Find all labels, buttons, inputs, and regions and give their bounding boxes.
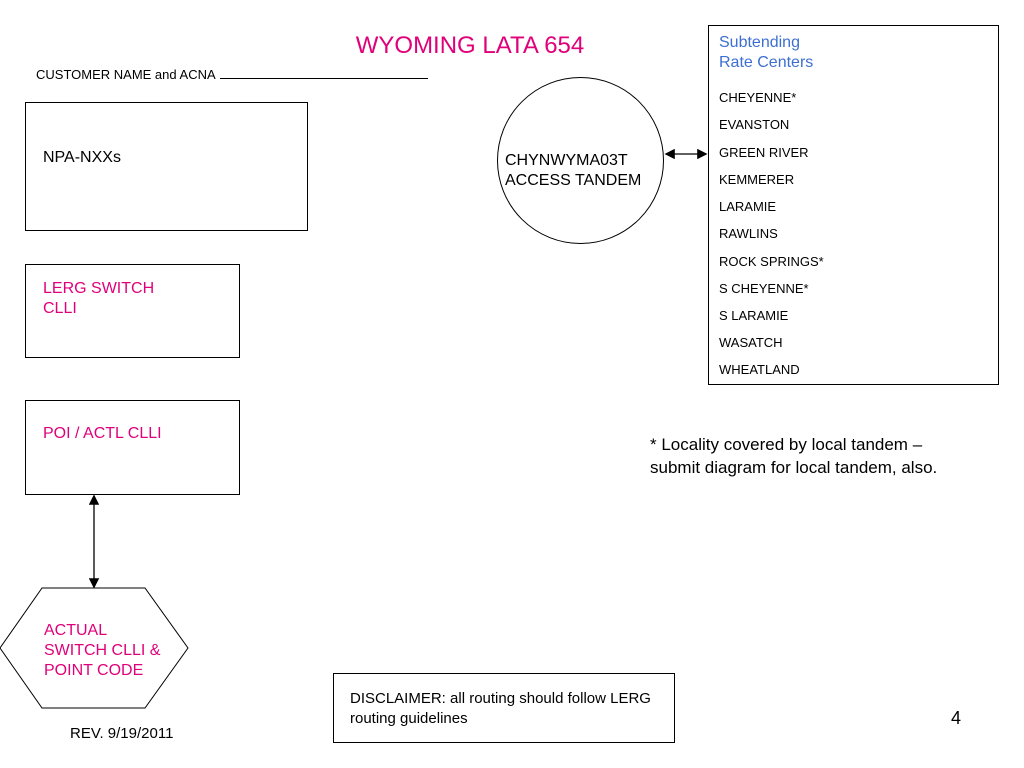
local-tandem-note: * Locality covered by local tandem – sub… xyxy=(650,433,937,479)
rate-centers-header-line1: Subtending xyxy=(719,34,800,51)
npa-nxx-box xyxy=(25,102,308,231)
page-title: WYOMING LATA 654 xyxy=(355,32,585,59)
access-tandem-label: CHYNWYMA03T ACCESS TANDEM xyxy=(505,151,641,191)
lerg-switch-label-line1: LERG SWITCH xyxy=(43,280,155,297)
customer-name-label: CUSTOMER NAME and ACNA xyxy=(36,67,216,82)
rate-center-item: S LARAMIE xyxy=(719,308,789,323)
access-tandem-circle xyxy=(497,77,664,244)
rate-center-item: S CHEYENNE* xyxy=(719,281,809,296)
local-tandem-note-line2: submit diagram for local tandem, also. xyxy=(650,458,938,477)
customer-name-field: CUSTOMER NAME and ACNA xyxy=(36,66,428,82)
rate-center-item: KEMMERER xyxy=(719,172,795,187)
actual-switch-label-line2: SWITCH CLLI & xyxy=(44,642,161,659)
actual-switch-hexagon xyxy=(0,587,189,709)
rate-centers-header-line2: Rate Centers xyxy=(719,54,814,71)
access-tandem-type: ACCESS TANDEM xyxy=(505,172,642,189)
poi-actl-label: POI / ACTL CLLI xyxy=(43,425,162,442)
rate-center-item: WASATCH xyxy=(719,335,783,350)
access-tandem-clli: CHYNWYMA03T xyxy=(505,152,628,169)
rate-center-item: GREEN RIVER xyxy=(719,145,809,160)
page-number: 4 xyxy=(951,708,962,728)
rate-centers-box xyxy=(708,25,999,385)
revision-date: REV. 9/19/2011 xyxy=(70,725,174,742)
npa-nxx-label: NPA-NXXs xyxy=(43,149,121,166)
rate-center-item: CHEYENNE* xyxy=(719,90,797,105)
disclaimer-box xyxy=(333,673,675,743)
disclaimer-text: DISCLAIMER: all routing should follow LE… xyxy=(350,690,651,727)
rate-center-item: EVANSTON xyxy=(719,117,790,132)
actual-switch-label-line3: POINT CODE xyxy=(44,662,144,679)
lerg-switch-label-line2: CLLI xyxy=(43,300,77,317)
actual-switch-label-line1: ACTUAL xyxy=(44,622,108,639)
rate-centers-header: Subtending Rate Centers xyxy=(719,33,813,73)
rate-center-item: ROCK SPRINGS* xyxy=(719,254,824,269)
local-tandem-note-line1: * Locality covered by local tandem – xyxy=(650,435,923,454)
rate-center-item: LARAMIE xyxy=(719,199,777,214)
lerg-switch-box xyxy=(25,264,240,358)
rate-center-item: RAWLINS xyxy=(719,226,778,241)
lerg-switch-label: LERG SWITCH CLLI xyxy=(43,279,154,319)
poi-actl-box xyxy=(25,400,240,495)
rate-center-item: WHEATLAND xyxy=(719,362,800,377)
customer-name-blank-line xyxy=(219,66,428,79)
actual-switch-label: ACTUAL SWITCH CLLI & POINT CODE xyxy=(44,621,160,681)
